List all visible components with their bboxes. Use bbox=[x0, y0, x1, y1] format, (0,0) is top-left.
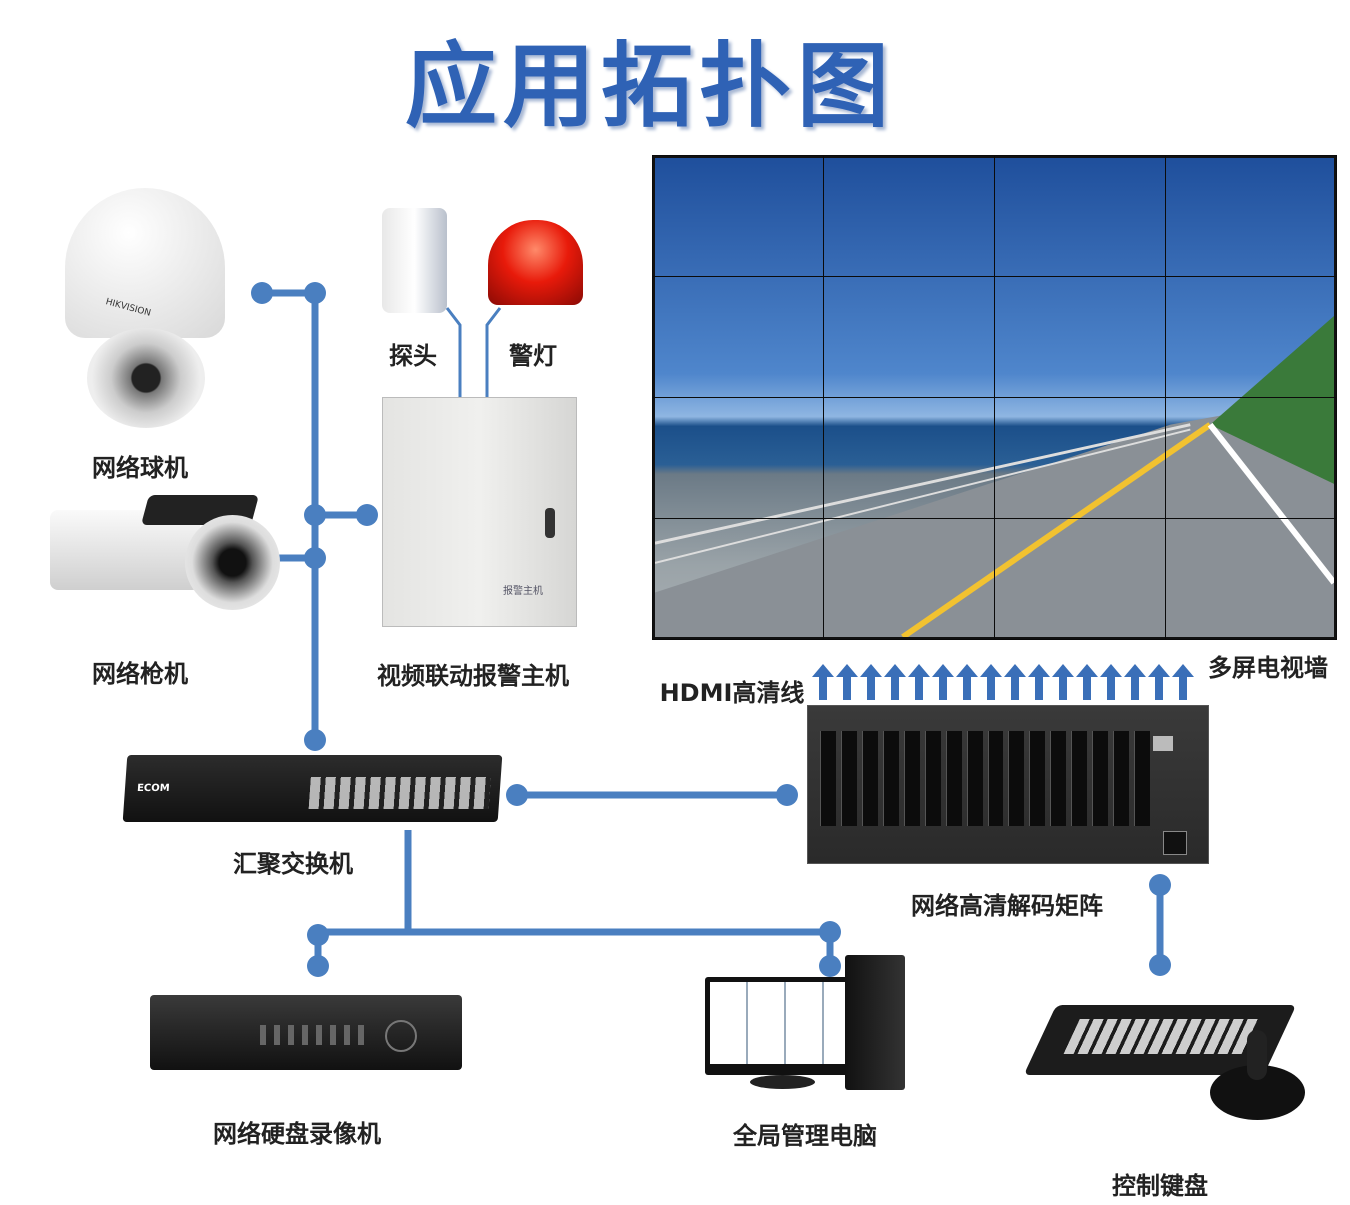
hdmi-arrow-icon bbox=[956, 664, 978, 700]
decoder-slot bbox=[903, 731, 920, 826]
hdmi-arrow-icon bbox=[1004, 664, 1026, 700]
warning-light-label: 警灯 bbox=[509, 342, 557, 370]
warning-light-icon bbox=[488, 220, 583, 305]
decoder-slot bbox=[861, 731, 878, 826]
hdmi-arrow-icon bbox=[1100, 664, 1122, 700]
hdmi-arrow-icon bbox=[908, 664, 930, 700]
decoder-slot bbox=[1050, 731, 1067, 826]
bullet-camera-label: 网络枪机 bbox=[92, 660, 188, 688]
nvr-device bbox=[150, 995, 462, 1070]
hdmi-arrow-icon bbox=[860, 664, 882, 700]
hdmi-arrow-icon bbox=[1052, 664, 1074, 700]
control-keyboard bbox=[1023, 985, 1310, 1125]
decoder-slot bbox=[966, 731, 983, 826]
decoder-slot bbox=[945, 731, 962, 826]
aggregation-switch: ECOM bbox=[122, 755, 503, 822]
video-wall-label: 多屏电视墙 bbox=[1208, 654, 1328, 682]
switch-label: 汇聚交换机 bbox=[233, 850, 353, 878]
hdmi-arrow-icon bbox=[980, 664, 1002, 700]
decoder-slot bbox=[840, 731, 857, 826]
decoder-slot bbox=[1008, 731, 1025, 826]
nvr-label: 网络硬盘录像机 bbox=[213, 1120, 381, 1148]
hdmi-arrow-icon bbox=[932, 664, 954, 700]
dome-camera: HIKVISION bbox=[65, 188, 225, 433]
decoder-slot bbox=[1071, 731, 1088, 826]
hdmi-arrow-icon bbox=[1028, 664, 1050, 700]
hdmi-arrow-icon bbox=[1172, 664, 1194, 700]
hdmi-arrow-icon bbox=[812, 664, 834, 700]
decoder-slot bbox=[987, 731, 1004, 826]
hdmi-arrow-icon bbox=[836, 664, 858, 700]
page-title: 应用拓扑图 bbox=[404, 33, 896, 140]
management-pc bbox=[705, 955, 910, 1095]
keyboard-label: 控制键盘 bbox=[1112, 1172, 1208, 1200]
decoder-slot bbox=[1134, 731, 1150, 826]
decoder-slot bbox=[820, 731, 836, 826]
hdmi-arrow-icon bbox=[884, 664, 906, 700]
hdmi-arrows bbox=[812, 664, 1202, 700]
decoder-matrix-label: 网络高清解码矩阵 bbox=[911, 892, 1103, 920]
decoder-slot bbox=[1113, 731, 1130, 826]
switch-brand: ECOM bbox=[136, 783, 171, 794]
decoder-slot bbox=[882, 731, 899, 826]
decoder-slot bbox=[924, 731, 941, 826]
decoder-slot bbox=[1029, 731, 1046, 826]
alarm-host-box: 报警主机 bbox=[382, 397, 577, 627]
alarm-host-label: 视频联动报警主机 bbox=[377, 662, 569, 690]
hdmi-arrow-icon bbox=[1124, 664, 1146, 700]
hdmi-arrow-icon bbox=[1148, 664, 1170, 700]
hdmi-label: HDMI高清线 bbox=[659, 679, 805, 707]
video-wall-grid bbox=[652, 155, 1337, 640]
bullet-camera bbox=[50, 495, 280, 615]
detector-icon bbox=[382, 208, 447, 313]
dome-camera-label: 网络球机 bbox=[92, 454, 188, 482]
decoder-matrix bbox=[807, 705, 1209, 864]
decoder-slot bbox=[1092, 731, 1109, 826]
pc-label: 全局管理电脑 bbox=[733, 1122, 877, 1150]
detector-label: 探头 bbox=[389, 342, 437, 370]
hdmi-arrow-icon bbox=[1076, 664, 1098, 700]
alarm-host-text: 报警主机 bbox=[503, 586, 543, 597]
